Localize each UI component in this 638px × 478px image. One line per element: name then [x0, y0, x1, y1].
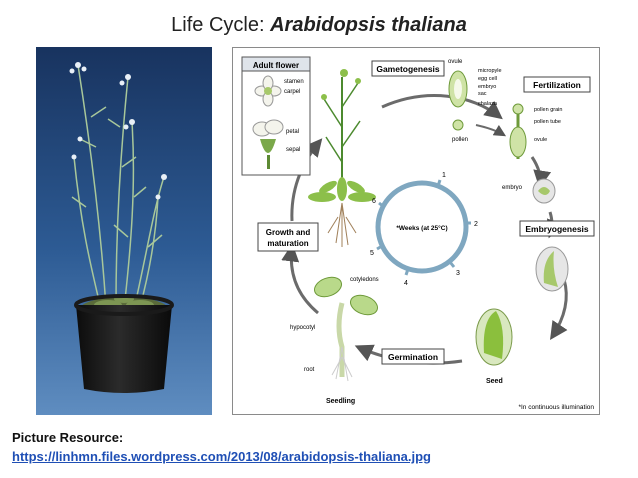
label-ovule: ovule	[448, 59, 463, 65]
picture-resource-link[interactable]: https://linhmn.files.wordpress.com/2013/…	[12, 449, 431, 464]
pollen-icon	[452, 119, 464, 131]
clock-tick-4: 4	[404, 280, 408, 287]
label-carpel: carpel	[284, 89, 300, 95]
arabidopsis-photo	[36, 47, 212, 415]
stage-embryogenesis: Embryogenesis	[525, 224, 589, 234]
clock-tick-1: 1	[442, 172, 446, 179]
label-chalaza: chalaza	[478, 101, 498, 107]
arrow-to-ovule	[381, 94, 503, 120]
label-embryo: embryo	[478, 84, 496, 90]
clock-tick-6: 6	[372, 198, 376, 205]
slide-title: Life Cycle: Arabidopsis thaliana	[0, 14, 638, 37]
footnote: *In continuous illumination	[518, 404, 594, 411]
life-cycle-diagram: Adult flower stamen carpel petal sepal G…	[232, 47, 600, 415]
label-seed: Seed	[486, 378, 503, 385]
flower-side-icon	[252, 119, 284, 169]
label-seedling: Seedling	[326, 398, 355, 405]
label-sac: sac	[478, 91, 487, 97]
label-pollen-grain: pollen grain	[534, 107, 562, 113]
label-embryo-stage: embryo	[502, 185, 523, 191]
title-prefix: Life Cycle:	[171, 14, 271, 36]
label-petal: petal	[286, 129, 299, 135]
adult-flower-title: Adult flower	[253, 61, 299, 70]
stage-germination: Germination	[388, 352, 438, 362]
label-egg-cell: egg cell	[478, 76, 497, 82]
stage-growth-line1: Growth and	[266, 228, 311, 237]
picture-resource-label: Picture Resource:	[12, 430, 124, 445]
adult-plant-illustration	[308, 69, 376, 247]
weeks-clock	[375, 179, 471, 276]
label-hypocotyl: hypocotyl	[290, 325, 315, 331]
stage-gametogenesis: Gametogenesis	[376, 64, 440, 74]
clock-tick-5: 5	[370, 250, 374, 257]
label-pollen: pollen	[452, 137, 468, 143]
label-micropyle: micropyle	[478, 68, 502, 74]
label-fert-ovule: ovule	[534, 137, 547, 143]
adult-flower-box	[241, 56, 311, 176]
label-stamen: stamen	[284, 79, 304, 85]
fertilization-carpel-icon	[509, 103, 527, 159]
title-species: Arabidopsis thaliana	[270, 14, 467, 36]
flower-front-icon	[254, 75, 282, 107]
stage-growth-line2: maturation	[267, 239, 308, 248]
clock-label: *Weeks (at 25°C)	[396, 224, 447, 232]
label-sepal: sepal	[286, 147, 300, 153]
seedling-illustration	[313, 276, 379, 382]
label-pollen-tube: pollen tube	[534, 119, 561, 125]
label-root: root	[304, 367, 315, 373]
label-cotyledons: cotyledons	[350, 277, 379, 283]
stage-fertilization: Fertilization	[533, 80, 581, 90]
clock-tick-3: 3	[456, 270, 460, 277]
clock-tick-2: 2	[474, 221, 478, 228]
